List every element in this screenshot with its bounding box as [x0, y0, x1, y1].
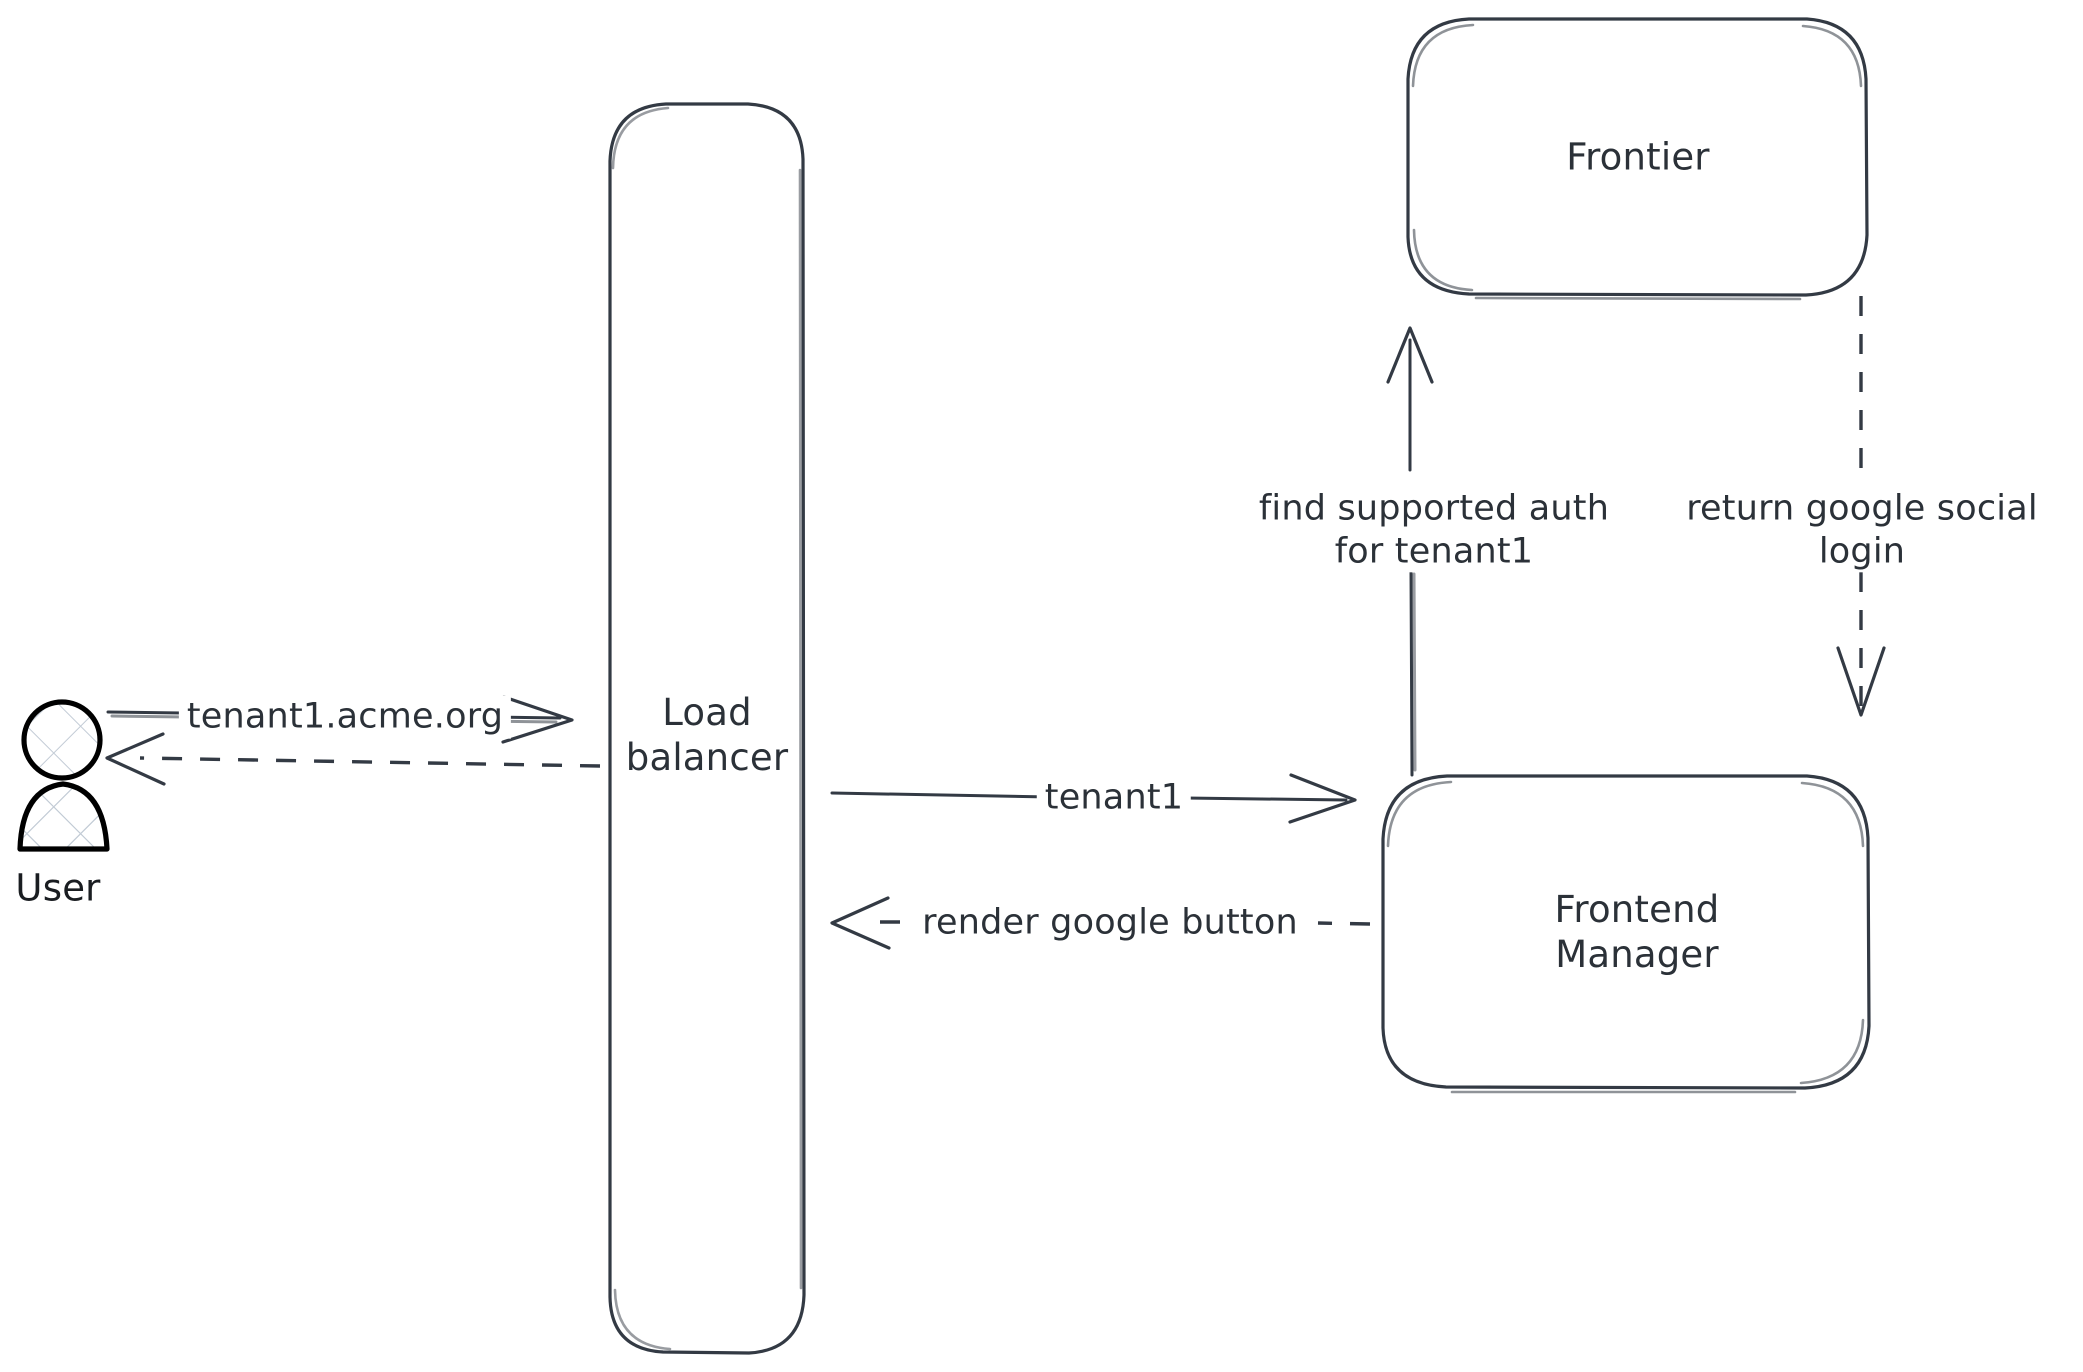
edge-frontier-to-fm	[1836, 296, 1886, 717]
edge-lb-to-user	[105, 732, 601, 786]
actor-user[interactable]	[17, 699, 110, 852]
edge-user-to-lb	[106, 695, 574, 744]
node-load-balancer[interactable]	[608, 102, 806, 1355]
edge-fm-to-frontier	[1386, 326, 1434, 777]
node-frontend-manager[interactable]	[1381, 774, 1871, 1094]
edge-lb-to-fm	[830, 773, 1357, 824]
edge-fm-to-lb	[830, 896, 1371, 950]
node-frontier[interactable]	[1406, 17, 1869, 301]
